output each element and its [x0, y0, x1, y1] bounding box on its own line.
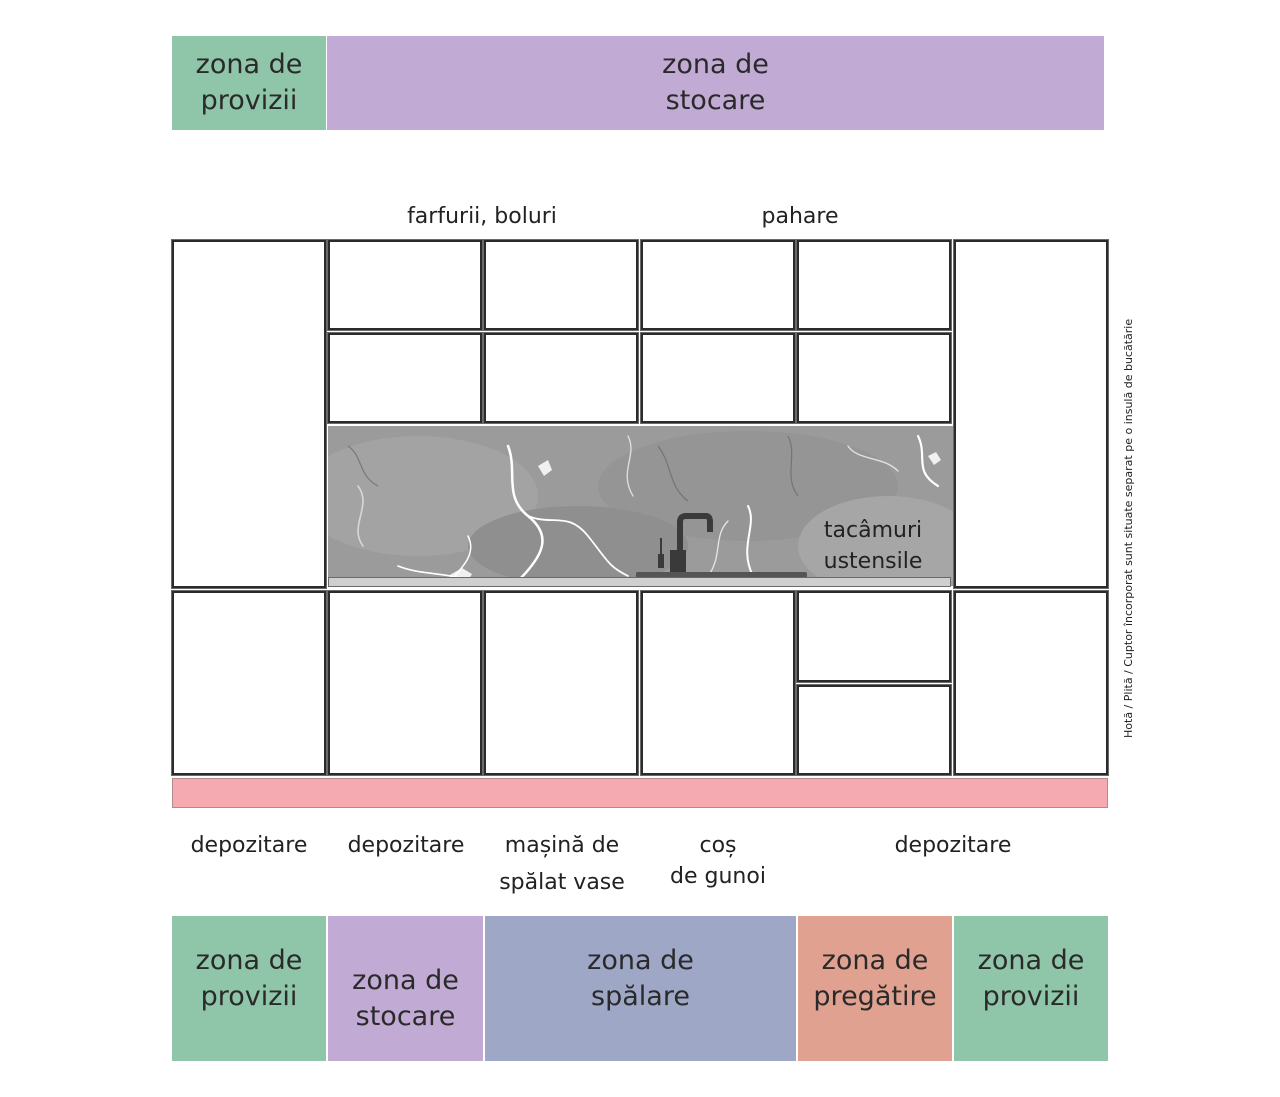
tall-cabinet-right — [954, 240, 1108, 588]
upper-cabinet — [484, 240, 638, 330]
upper-cabinet — [797, 333, 951, 423]
label-storage-3: depozitare — [894, 833, 1012, 858]
bottom-zone-provizii-left: zona de provizii — [172, 916, 326, 1061]
base-cabinet — [328, 591, 482, 775]
bottom-zone-stocare: zona de stocare — [328, 916, 483, 1061]
label-plates: farfurii, boluri — [407, 204, 557, 229]
upper-cabinet — [641, 333, 795, 423]
top-zone-stocare: zona de stocare — [327, 36, 1104, 130]
upper-cabinet — [484, 333, 638, 423]
sink-icon — [636, 572, 807, 578]
bottom-zone-label: zona de spălare — [587, 944, 694, 1012]
base-cabinet — [172, 591, 326, 775]
marble-backsplash: tacâmuri ustensile — [328, 426, 953, 586]
label-trash: coș de gunoi — [670, 833, 766, 889]
bottom-zone-label: zona de provizii — [195, 944, 303, 1012]
top-zone-stocare-label: zona de stocare — [662, 49, 769, 116]
label-storage-1: depozitare — [190, 833, 308, 858]
upper-cabinet — [641, 240, 795, 330]
trash-cabinet — [641, 591, 795, 775]
base-cabinet — [954, 591, 1108, 775]
tall-cabinet-left — [172, 240, 326, 588]
marble-texture — [328, 426, 953, 586]
countertop — [328, 577, 951, 587]
bottom-zone-provizii-right: zona de provizii — [954, 916, 1108, 1061]
side-note: Hotă / Plită / Cuptor încorporat sunt si… — [1122, 318, 1135, 738]
bottom-zone-label: zona de pregătire — [813, 944, 937, 1012]
bottom-zone-label: zona de provizii — [977, 944, 1085, 1012]
upper-cabinet — [797, 240, 951, 330]
faucet-icon — [658, 513, 713, 575]
upper-cabinet — [328, 240, 482, 330]
upper-cabinet — [328, 333, 482, 423]
label-cutlery-utensils: tacâmuri ustensile — [823, 518, 923, 574]
dishwasher-cabinet — [484, 591, 638, 775]
top-zone-provizii-label: zona de provizii — [195, 49, 303, 116]
bottom-zone-pregatire: zona de pregătire — [798, 916, 952, 1061]
plinth — [172, 778, 1108, 808]
label-glasses: pahare — [761, 204, 839, 229]
drawer-cabinet — [797, 591, 951, 682]
bottom-zone-label: zona de stocare — [352, 964, 459, 1032]
drawer-cabinet — [797, 685, 951, 775]
bottom-zone-spalare: zona de spălare — [485, 916, 796, 1061]
label-storage-2: depozitare — [347, 833, 465, 858]
label-dishwasher: mașină de spălat vase — [499, 833, 625, 895]
top-zone-provizii: zona de provizii — [172, 36, 326, 130]
